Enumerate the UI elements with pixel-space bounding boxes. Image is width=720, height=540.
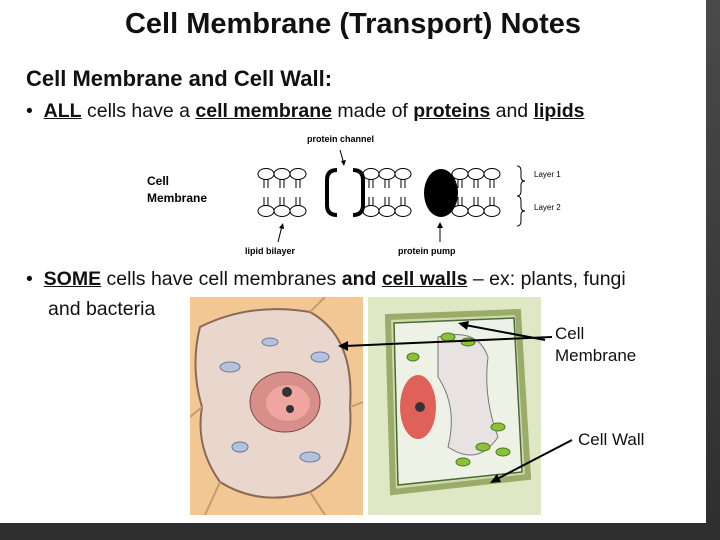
label-layer-1: Layer 1 bbox=[534, 170, 561, 179]
section-heading: Cell Membrane and Cell Wall: bbox=[26, 66, 333, 91]
slide: Cell Membrane (Transport) Notes Cell Mem… bbox=[0, 0, 706, 523]
bullet-all-cells: • ALL cells have a cell membrane made of… bbox=[26, 100, 585, 123]
bullet-continuation: and bacteria bbox=[48, 298, 156, 320]
membrane-diagram: protein channel Cell Membrane Layer 1 La… bbox=[147, 134, 561, 256]
label-cell-wall: Cell Wall bbox=[578, 430, 645, 449]
text: cells have cell membranes bbox=[101, 268, 342, 290]
bullet-marker: • bbox=[26, 268, 33, 290]
phospholipid-head bbox=[289, 205, 307, 217]
label-cell-membrane-2: Membrane bbox=[147, 191, 207, 205]
label-layer-2: Layer 2 bbox=[534, 203, 561, 212]
phospholipid-head bbox=[394, 205, 412, 217]
bullet-marker: • bbox=[26, 100, 33, 122]
phospholipid-head bbox=[483, 168, 501, 180]
label-arrows bbox=[338, 321, 573, 483]
text: – ex: plants, fungi bbox=[467, 268, 626, 290]
protein-pump-shape bbox=[424, 169, 458, 217]
animal-cell-image bbox=[190, 297, 363, 515]
plant-cell-image bbox=[368, 297, 541, 515]
emph-some: SOME bbox=[43, 268, 102, 290]
label-protein-pump: protein pump bbox=[398, 246, 456, 256]
phospholipid-head bbox=[289, 168, 307, 180]
text: cells have a bbox=[81, 100, 196, 122]
text: made of bbox=[331, 100, 414, 122]
label-cell-membrane-1: Cell bbox=[147, 174, 169, 188]
phospholipid-head bbox=[394, 168, 412, 180]
label-protein-channel: protein channel bbox=[307, 134, 374, 144]
label-cell-membrane-line2: Membrane bbox=[555, 346, 637, 365]
lipid-bilayer-drawing bbox=[257, 168, 501, 217]
slide-bottom-border bbox=[0, 523, 720, 540]
channel-bracket-left bbox=[325, 168, 338, 217]
emph-lipids: lipids bbox=[533, 100, 585, 122]
phospholipid-head bbox=[483, 205, 501, 217]
slide-title: Cell Membrane (Transport) Notes bbox=[124, 8, 582, 40]
emph-proteins: proteins bbox=[413, 100, 491, 122]
label-lipid-bilayer: lipid bilayer bbox=[245, 246, 296, 256]
emph-cell-membrane: cell membrane bbox=[195, 100, 332, 122]
label-cell-membrane-line1: Cell bbox=[555, 324, 585, 343]
emph-cell-walls: cell walls bbox=[381, 268, 468, 290]
slide-edge-shadow bbox=[706, 0, 720, 540]
channel-bracket-right bbox=[352, 168, 365, 217]
bullet-some-cells: • SOME cells have cell membranes and cel… bbox=[26, 268, 626, 291]
emph-and: and bbox=[341, 268, 382, 290]
emph-all: ALL bbox=[43, 100, 82, 122]
text: and bbox=[490, 100, 534, 122]
